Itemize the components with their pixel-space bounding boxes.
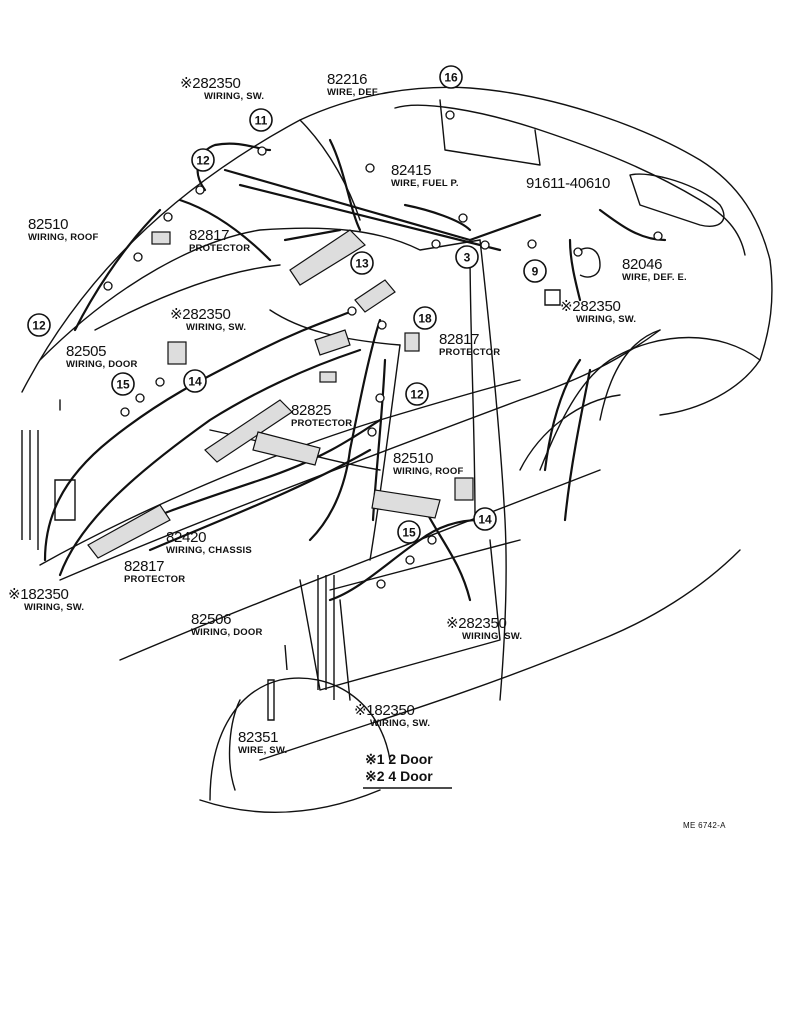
part-number: 82817 [439, 331, 480, 348]
part-number: 82510 [28, 216, 69, 233]
legend: ※1 2 Door ※2 4 Door [365, 751, 433, 785]
callout-15: 15 [397, 520, 421, 544]
part-description: WIRE, FUEL P. [391, 178, 459, 189]
part-number: 82510 [393, 450, 434, 467]
part-number: 82350 [374, 702, 415, 719]
label-82506-wiring-door: 82506 WIRING, DOOR [191, 612, 263, 638]
part-number: 82350 [200, 75, 241, 92]
label-82817-protector-top: 82817 PROTECTOR [189, 228, 250, 254]
part-number: 82817 [124, 558, 165, 575]
part-description: WIRING, DOOR [66, 359, 138, 370]
legend-4-door: ※2 4 Door [365, 767, 433, 784]
callout-circles: 16 11 12 3 9 13 12 18 15 14 12 15 14 [27, 65, 547, 544]
svg-text:12: 12 [32, 319, 46, 333]
part-number: 82350 [580, 298, 621, 315]
label-82046-wire-def-e: 82046 WIRE, DEF. E. [622, 257, 687, 283]
part-description: WIRE, DEF. E. [622, 272, 687, 283]
svg-text:16: 16 [444, 71, 458, 85]
label-82817-protector-bottom: 82817 PROTECTOR [124, 559, 185, 585]
svg-text:14: 14 [478, 513, 492, 527]
reference-code: ME 6742-A [683, 821, 726, 830]
part-description: WIRE, SW. [238, 745, 288, 756]
svg-text:15: 15 [116, 378, 130, 392]
label-82817-protector-mid: 82817 PROTECTOR [439, 332, 500, 358]
callout-12: 12 [27, 313, 51, 337]
part-number: 82046 [622, 256, 663, 273]
label-82350-wiring-sw-top: ※282350 WIRING, SW. [180, 76, 264, 102]
part-description: WIRING, DOOR [191, 627, 263, 638]
svg-text:11: 11 [255, 114, 268, 128]
label-82510-wiring-roof-left: 82510 WIRING, ROOF [28, 217, 98, 243]
svg-text:12: 12 [410, 388, 424, 402]
label-82420-wiring-chassis: 82420 WIRING, CHASSIS [166, 530, 252, 556]
svg-text:12: 12 [196, 154, 210, 168]
part-description: WIRING, CHASSIS [166, 545, 252, 556]
svg-text:18: 18 [418, 312, 432, 326]
note-mark: ※1 [8, 586, 29, 603]
svg-text:3: 3 [464, 251, 471, 265]
part-description: WIRING, SW. [186, 322, 247, 333]
part-number: 82420 [166, 529, 207, 546]
part-description: WIRING, SW. [576, 314, 637, 325]
svg-text:15: 15 [402, 526, 416, 540]
label-82350-wiring-sw-lower-right: ※282350 WIRING, SW. [446, 616, 522, 642]
part-description: WIRING, ROOF [28, 232, 99, 243]
callout-14: 14 [183, 369, 207, 393]
part-number: 82505 [66, 343, 107, 360]
note-mark: ※2 [560, 298, 581, 315]
callout-12: 12 [191, 148, 215, 172]
door-connectors [21, 247, 601, 721]
part-number: 82825 [291, 402, 332, 419]
label-82350-wiring-sw-left: ※182350 WIRING, SW. [8, 587, 84, 613]
callout-18: 18 [413, 306, 437, 330]
part-description: PROTECTOR [189, 243, 251, 254]
part-description: PROTECTOR [124, 574, 186, 585]
part-description: WIRING, ROOF [393, 466, 464, 477]
svg-text:14: 14 [188, 375, 202, 389]
part-number: 82350 [190, 306, 231, 323]
label-82350-wiring-sw-mid: ※282350 WIRING, SW. [170, 307, 246, 333]
part-number: 82415 [391, 162, 432, 179]
part-description: WIRE, DEF. [327, 87, 380, 98]
callout-15: 15 [111, 372, 135, 396]
part-description: WIRING, SW. [204, 91, 265, 102]
note-mark: ※2 [446, 615, 467, 632]
label-91611-40610: 91611-40610 [526, 176, 610, 191]
label-82505-wiring-door: 82505 WIRING, DOOR [66, 344, 138, 370]
part-description: WIRING, SW. [24, 602, 85, 613]
part-number: 82216 [327, 71, 368, 88]
svg-text:13: 13 [355, 257, 369, 271]
part-description: PROTECTOR [291, 418, 353, 429]
part-number: 82350 [28, 586, 69, 603]
part-number: 82350 [466, 615, 507, 632]
label-82350-wiring-sw-right: ※282350 WIRING, SW. [560, 299, 636, 325]
callout-13: 13 [350, 251, 374, 275]
label-82825-protector: 82825 PROTECTOR [291, 403, 352, 429]
part-number: 82351 [238, 729, 279, 746]
note-mark: ※1 [354, 702, 375, 719]
callout-16: 16 [439, 65, 463, 89]
note-mark: ※2 [170, 306, 191, 323]
legend-2-door: ※1 2 Door [365, 751, 433, 767]
part-number: 82817 [189, 227, 230, 244]
callout-3: 3 [455, 245, 479, 269]
part-description: WIRING, SW. [462, 631, 523, 642]
callout-11: 11 [249, 108, 273, 132]
label-82415-wire-fuel-p: 82415 WIRE, FUEL P. [391, 163, 459, 189]
part-description: PROTECTOR [439, 347, 501, 358]
label-82350-wiring-sw-bottom: ※182350 WIRING, SW. [354, 703, 430, 729]
label-82351-wire-sw: 82351 WIRE, SW. [238, 730, 287, 756]
label-82216-wire-def: 82216 WIRE, DEF. [327, 72, 380, 98]
svg-text:9: 9 [532, 265, 539, 279]
callout-9: 9 [523, 259, 547, 283]
protectors [87, 229, 474, 559]
callout-12: 12 [405, 382, 429, 406]
note-mark: ※2 [180, 75, 201, 92]
part-number: 82506 [191, 611, 232, 628]
part-description: WIRING, SW. [370, 718, 431, 729]
callout-14: 14 [473, 507, 497, 531]
label-82510-wiring-roof-right: 82510 WIRING, ROOF [393, 451, 463, 477]
part-number: 91611-40610 [526, 175, 611, 192]
